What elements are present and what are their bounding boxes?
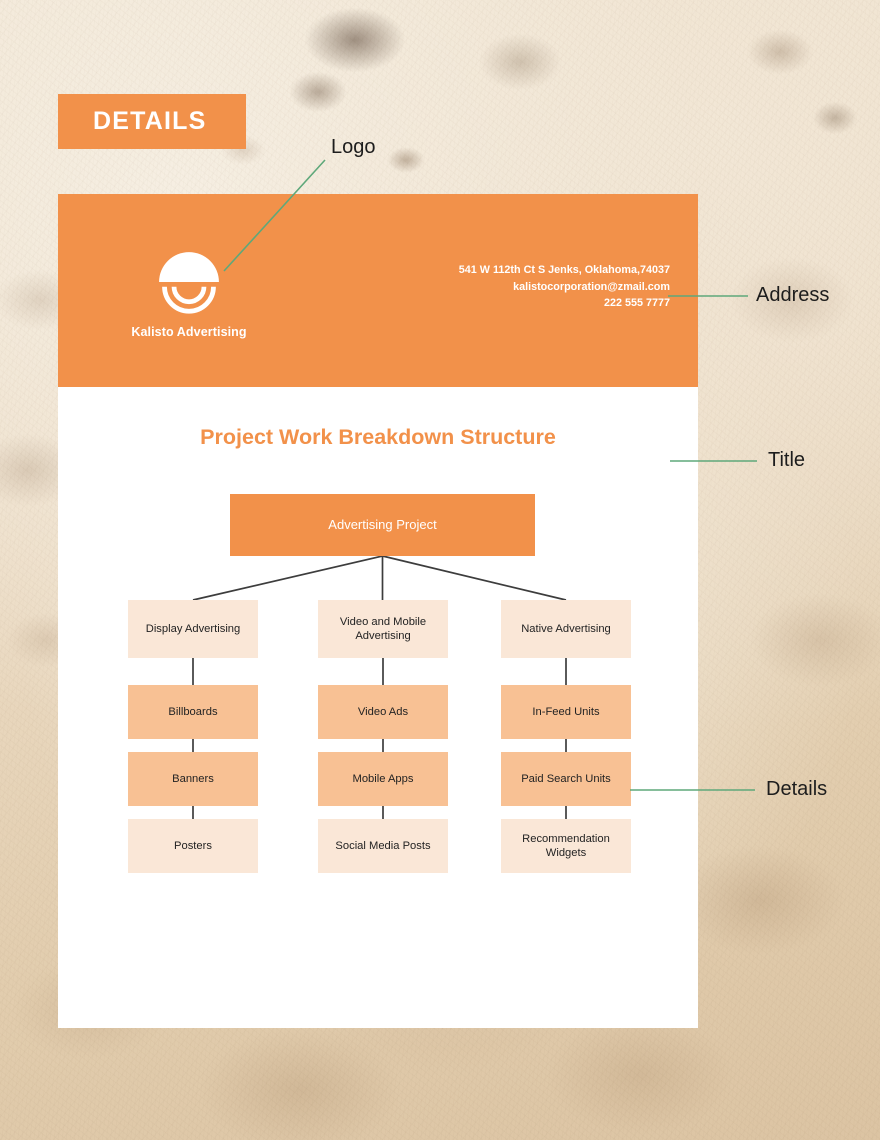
callout-label-title: Title xyxy=(768,449,806,471)
document-card: Kalisto Advertising 541 W 112th Ct S Jen… xyxy=(58,194,698,1028)
address-block: 541 W 112th Ct S Jenks, Oklahoma,74037 k… xyxy=(459,262,670,312)
address-email: kalistocorporation@zmail.com xyxy=(513,280,670,293)
callout-label-details: Details xyxy=(766,778,828,800)
chart-node-in-feed-units: In-Feed Units xyxy=(501,685,631,739)
callout-label-logo: Logo xyxy=(331,136,376,158)
page-title: Project Work Breakdown Structure xyxy=(200,425,556,449)
address-phone: 222 555 7777 xyxy=(603,297,670,309)
details-badge: DETAILS xyxy=(58,94,246,149)
chart-node-native-advertising: Native Advertising xyxy=(501,600,631,658)
chart-node-display-advertising: Display Advertising xyxy=(128,600,258,658)
chart-node-banners: Banners xyxy=(128,752,258,806)
chart-node-billboards: Billboards xyxy=(128,685,258,739)
logo-company-name: Kalisto Advertising xyxy=(131,325,247,339)
chart-node-social-media-posts: Social Media Posts xyxy=(318,819,448,873)
chart-node-recommendation-widgets: Recommendation Widgets xyxy=(501,819,631,873)
work-breakdown-chart: Advertising Project Display Advertising … xyxy=(58,494,698,1114)
logo-block: Kalisto Advertising xyxy=(104,248,274,339)
chart-node-paid-search-units: Paid Search Units xyxy=(501,752,631,806)
kalisto-dome-logo-icon xyxy=(159,252,219,314)
chart-node-root: Advertising Project xyxy=(230,494,535,556)
chart-node-posters: Posters xyxy=(128,819,258,873)
callout-label-address: Address xyxy=(756,284,830,306)
chart-node-video-and-mobile-advertising: Video and Mobile Advertising xyxy=(318,600,448,658)
chart-node-video-ads: Video Ads xyxy=(318,685,448,739)
document-header-band: Kalisto Advertising 541 W 112th Ct S Jen… xyxy=(58,194,698,387)
address-street: 541 W 112th Ct S Jenks, Oklahoma,74037 xyxy=(458,264,670,276)
chart-node-mobile-apps: Mobile Apps xyxy=(318,752,448,806)
details-badge-label: DETAILS xyxy=(93,107,207,135)
